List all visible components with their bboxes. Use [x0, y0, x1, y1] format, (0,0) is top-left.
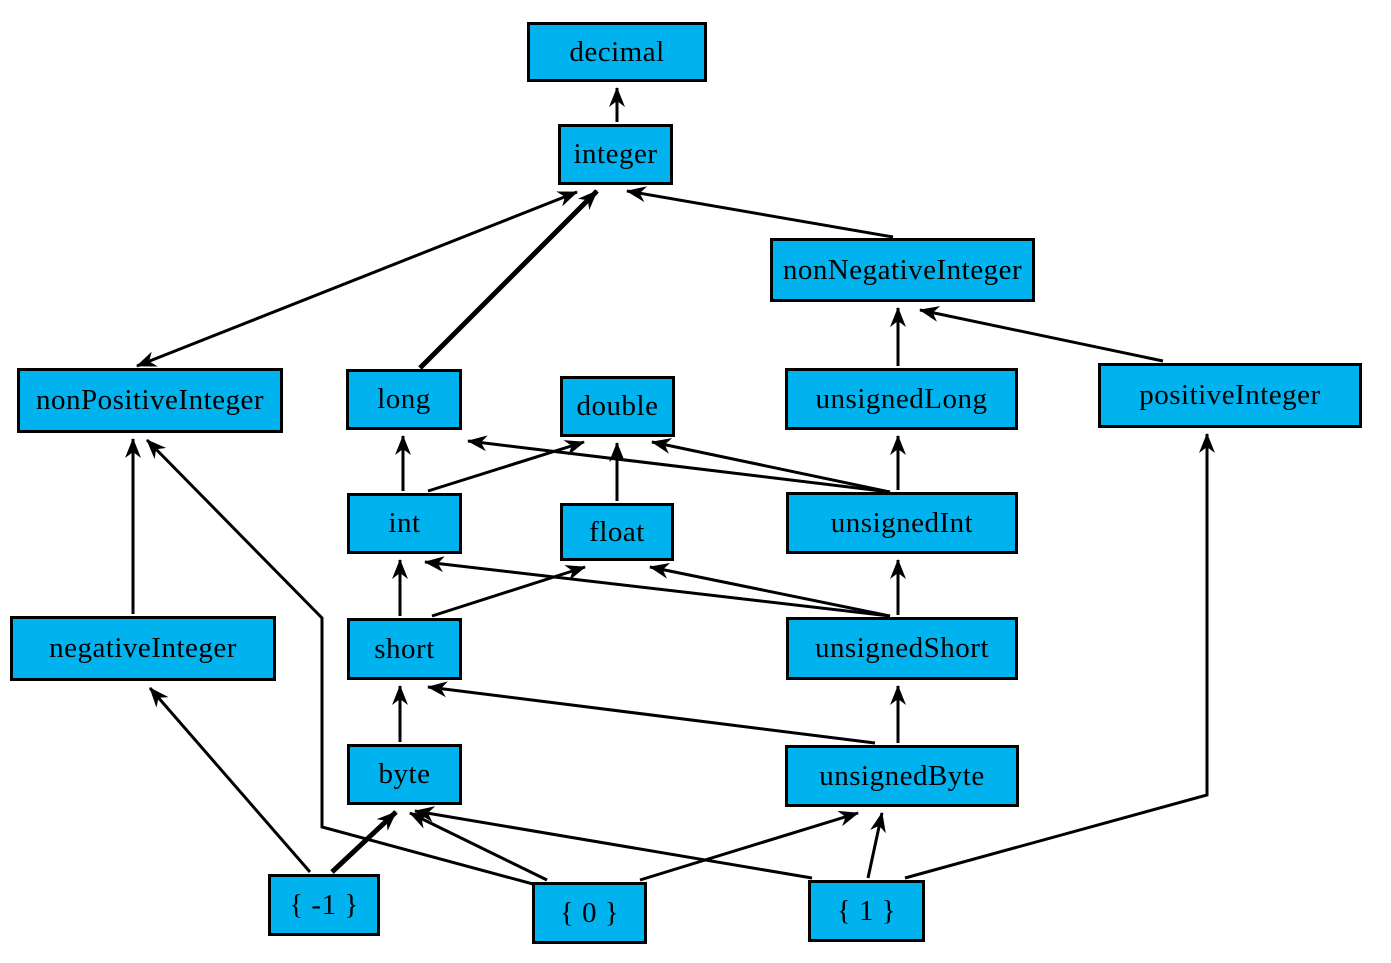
node-label-zero: { 0 }	[559, 896, 620, 929]
node-label-double: double	[576, 390, 659, 422]
edge-unsignedInt-to-double	[651, 438, 891, 494]
node-label-short: short	[374, 632, 435, 665]
node-nonNegativeInteger: nonNegativeInteger	[770, 238, 1035, 302]
edge-unsignedByte-to-short	[427, 681, 876, 745]
edge-unsignedShort-to-int	[424, 556, 891, 618]
node-unsignedLong: unsignedLong	[785, 368, 1018, 430]
edge-one-to-unsignedByte	[866, 812, 886, 879]
edge-nonPositiveInteger-to-integer	[136, 190, 578, 368]
node-label-unsignedInt: unsignedInt	[830, 506, 974, 539]
node-label-unsignedLong: unsignedLong	[815, 382, 988, 415]
node-unsignedShort: unsignedShort	[786, 617, 1018, 680]
node-label-decimal: decimal	[569, 35, 665, 68]
edge-long-to-integer	[418, 189, 599, 370]
node-integer: integer	[558, 124, 673, 185]
edge-int-to-double	[427, 440, 585, 493]
edge-unsignedInt-to-long	[467, 435, 891, 494]
edge-zero-to-unsignedByte	[639, 810, 859, 882]
edge-minus-one-to-negativeInteger	[148, 687, 312, 873]
edge-one-to-byte	[414, 806, 813, 880]
edge-short-to-float	[431, 565, 586, 618]
edge-positiveInteger-to-nonNegativeInteger	[919, 306, 1164, 363]
node-float: float	[560, 503, 674, 561]
node-double: double	[560, 376, 675, 437]
node-label-nonNegativeInteger: nonNegativeInteger	[782, 253, 1023, 286]
node-minus-one: { -1 }	[268, 874, 380, 936]
edge-group	[125, 87, 1215, 886]
node-zero: { 0 }	[532, 882, 647, 944]
node-nonPositiveInteger: nonPositiveInteger	[17, 368, 283, 433]
node-label-nonPositiveInteger: nonPositiveInteger	[35, 384, 265, 416]
node-positiveInteger: positiveInteger	[1098, 363, 1362, 428]
node-label-unsignedShort: unsignedShort	[814, 632, 990, 664]
node-label-integer: integer	[573, 138, 658, 170]
node-label-minus-one: { -1 }	[289, 888, 359, 921]
node-label-negativeInteger: negativeInteger	[49, 632, 237, 664]
node-unsignedByte: unsignedByte	[785, 745, 1019, 807]
node-label-long: long	[377, 383, 431, 415]
node-label-positiveInteger: positiveInteger	[1139, 379, 1321, 411]
node-short: short	[347, 618, 462, 680]
edge-unsignedShort-to-float	[649, 562, 891, 618]
node-long: long	[346, 369, 462, 430]
node-one: { 1 }	[808, 880, 925, 942]
node-unsignedInt: unsignedInt	[786, 492, 1018, 554]
node-int: int	[347, 493, 462, 554]
node-negativeInteger: negativeInteger	[10, 616, 276, 681]
node-label-int: int	[388, 507, 421, 539]
node-decimal: decimal	[527, 22, 707, 82]
node-label-byte: byte	[378, 758, 431, 790]
edge-minus-one-to-byte	[330, 810, 398, 874]
node-label-float: float	[589, 515, 645, 548]
node-label-unsignedByte: unsignedByte	[819, 759, 985, 792]
edge-one-to-positiveInteger	[904, 433, 1215, 880]
edge-nonNegativeInteger-to-integer	[626, 186, 894, 239]
node-label-one: { 1 }	[836, 894, 897, 927]
node-byte: byte	[347, 744, 462, 805]
edge-zero-to-byte	[409, 811, 548, 882]
edge-zero-to-nonPositiveInteger	[145, 438, 534, 886]
